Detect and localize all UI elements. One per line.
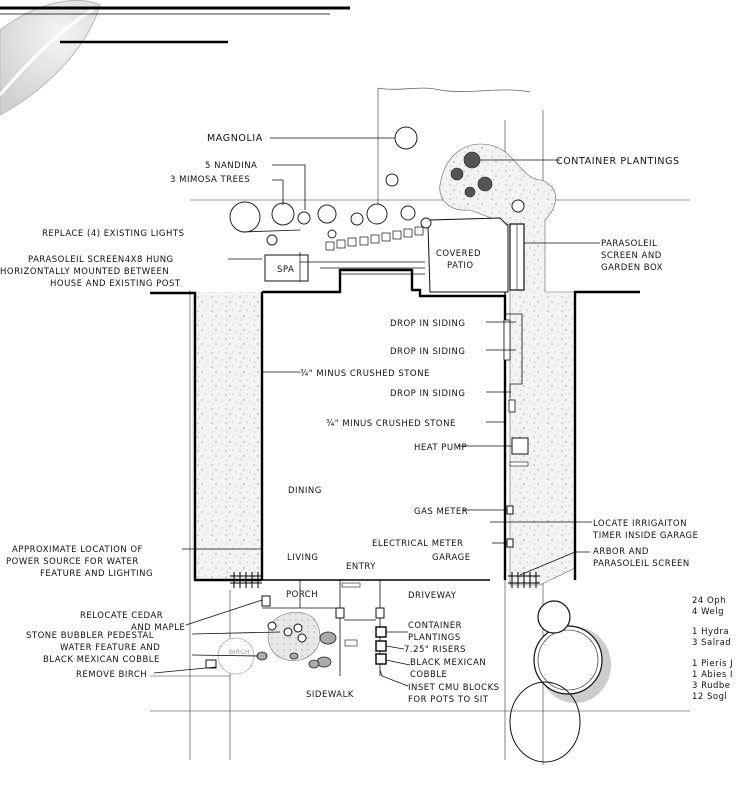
label-sidewalk: SIDEWALK [306,690,354,700]
leader-lines [153,137,600,687]
legend-item: 24 Oph [692,596,726,606]
legend-item: 3 Rudbe [692,681,731,691]
label-parasoleil-left-3: HOUSE AND EXISTING POST [50,279,181,289]
legend-item: 1 Pieris J [692,659,733,669]
label-parasoleil-right-2: SCREEN AND [601,251,662,261]
label-inset-2: FOR POTS TO SIT [408,695,489,705]
label-electrical-meter: ELECTRICAL METER [372,539,463,549]
label-entry: ENTRY [346,562,376,572]
legend-item: 1 Hydra [692,627,729,637]
label-siding-3: DROP IN SIDING [390,389,465,399]
heat-pump-unit [511,437,529,455]
label-arbor-1: ARBOR AND [593,547,649,557]
label-gas-meter: GAS METER [414,507,468,517]
label-cobble-1: BLACK MEXICAN [410,658,486,668]
legend-item: 12 Sogl [692,692,727,702]
water-feature [217,612,321,675]
label-power-1: APPROXIMATE LOCATION OF [12,545,143,555]
covered-patio [427,217,525,293]
label-parasoleil-right-3: GARDEN BOX [601,263,663,273]
label-heat-pump: HEAT PUMP [414,443,467,453]
label-porch: PORCH [286,590,318,600]
label-container-top: CONTAINER PLANTINGS [556,156,680,167]
label-parasoleil-left-1: PARASOLEIL SCREEN4X8 HUNG [28,255,174,265]
legend-item: 1 Abies I [692,670,733,680]
label-dining: DINING [288,486,322,496]
pavers [299,226,425,282]
legend-item: 3 Salrad [692,638,731,648]
label-irrigation-2: TIMER INSIDE GARAGE [592,531,698,541]
label-risers: 7.25" RISERS [404,645,466,655]
label-replace-lights: REPLACE (4) EXISTING LIGHTS [42,229,185,239]
label-power-2: POWER SOURCE FOR WATER [6,557,139,567]
label-container-bottom-1: CONTAINER [408,621,462,631]
trees-top [229,126,525,246]
label-arbor-2: PARASOLEIL SCREEN [593,559,690,569]
label-magnolia: MAGNOLIA [207,133,263,144]
pot-blocks [375,626,387,665]
label-parasoleil-left-2: HORIZONTALLY MOUNTED BETWEEN [0,267,169,277]
label-nandina: 5 NANDINA [205,161,257,171]
label-covered-2: PATIO [447,261,474,271]
label-siding-2: DROP IN SIDING [390,347,465,357]
label-garage: GARAGE [432,553,471,563]
gravel-areas [192,143,576,586]
title-leaf-graphic [0,0,350,116]
label-living: LIVING [287,553,319,563]
label-crushed-stone-1: ¾" MINUS CRUSHED STONE [300,369,430,379]
annotation-labels: MAGNOLIA 5 NANDINA 3 MIMOSA TREES CONTAI… [0,133,698,705]
spa [264,254,309,282]
label-spa: SPA [277,265,294,275]
label-bubbler-2: WATER FEATURE AND [60,643,160,653]
plant-legend-partial: 24 Oph 4 Welg 1 Hydra 3 Salrad 1 Pieris … [692,596,733,702]
label-remove-birch: REMOVE BIRCH [76,670,147,680]
label-cobble-2: COBBLE [410,670,447,680]
label-power-3: FEATURE AND LIGHTING [40,569,153,579]
label-relocate-2: AND MAPLE [131,623,185,633]
fences [230,572,540,588]
label-container-bottom-2: PLANTINGS [408,633,461,643]
label-driveway: DRIVEWAY [408,591,457,601]
label-inset-1: INSET CMU BLOCKS [408,683,500,693]
trees-bottom-right [509,600,611,763]
label-crushed-stone-2: ¾" MINUS CRUSHED STONE [326,419,456,429]
label-bubbler-1: STONE BUBBLER PEDESTAL [26,631,154,641]
label-irrigation-1: LOCATE IRRIGAITON [593,519,687,529]
legend-item: 4 Welg [692,607,724,617]
label-bubbler-3: BLACK MEXICAN COBBLE [43,655,160,665]
container-shrubs [450,151,493,198]
label-covered-1: COVERED [436,249,481,259]
cobbles [256,631,337,669]
label-mimosa: 3 MIMOSA TREES [170,175,250,185]
label-relocate-1: RELOCATE CEDAR [80,611,163,621]
label-birch: BIRCH [229,649,250,656]
label-parasoleil-right-1: PARASOLEIL [601,239,657,249]
label-siding-1: DROP IN SIDING [390,319,465,329]
